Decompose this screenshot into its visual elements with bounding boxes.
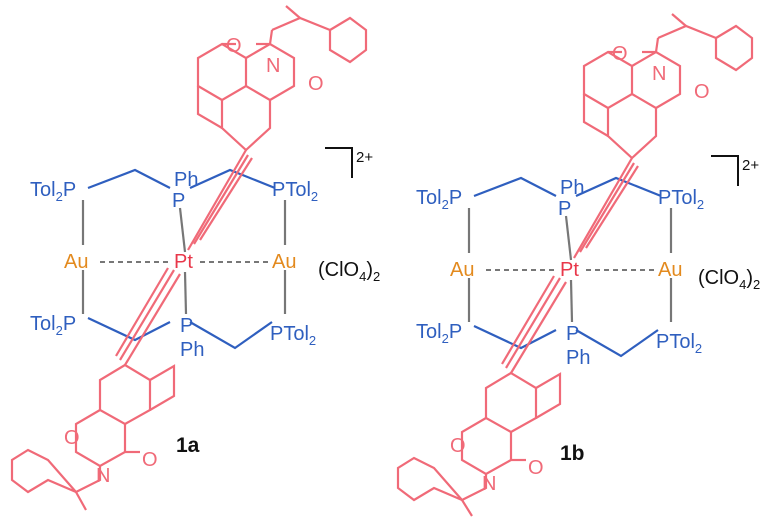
alkynyl-top-1a — [187, 149, 253, 251]
p-bottom-1b: P — [566, 323, 579, 345]
o2-1a: O — [308, 73, 324, 95]
tol2p-top-left-1b: Tol2P — [416, 187, 462, 212]
o2-1b: O — [694, 81, 710, 103]
au-left-1a: Au — [64, 251, 88, 273]
compound-label-1b: 1b — [560, 442, 585, 465]
ptol2-bottom-right-1a: PTol2 — [270, 323, 316, 348]
tol2p-top-left-1a: Tol2P — [30, 179, 76, 204]
naphthalimide-bottom-1a — [10, 363, 176, 511]
diphosphine-backbone-1a — [81, 168, 287, 350]
n-top-1a: N — [266, 55, 280, 77]
n-top-1b: N — [652, 63, 666, 85]
compound-label-1a: 1a — [176, 434, 200, 457]
o3-1b: O — [450, 435, 466, 457]
tol2p-bottom-left-1a: Tol2P — [30, 313, 76, 338]
o4-1a: O — [142, 449, 158, 471]
ph-bottom-1b: Ph — [566, 347, 590, 369]
au-left-1b: Au — [450, 259, 474, 281]
o3-1a: O — [64, 427, 80, 449]
o1-1a: O — [226, 35, 242, 57]
anion-1b: (ClO4)2 — [698, 267, 760, 292]
charge-1b: 2+ — [742, 157, 759, 174]
alkynyl-bottom-1b — [501, 275, 567, 374]
n-bottom-1b: N — [482, 473, 496, 495]
ptol2-top-right-1b: PTol2 — [658, 187, 704, 212]
naphthalimide-bottom-1b — [396, 371, 562, 517]
au-right-1b: Au — [658, 259, 682, 281]
tol2p-bottom-left-1b: Tol2P — [416, 321, 462, 346]
pt-1b: Pt — [560, 259, 579, 281]
ptol2-bottom-right-1b: PTol2 — [656, 331, 702, 356]
ph-top-1a: Ph — [174, 169, 198, 191]
au-right-1a: Au — [272, 251, 296, 273]
alkynyl-bottom-1a — [115, 267, 181, 366]
p-bottom-1a: P — [180, 315, 193, 337]
compound-1b: Tol2P Tol2P PTol2 PTol2 Ph P P Ph Au Au … — [396, 13, 760, 517]
bracket-1b — [711, 155, 739, 186]
diphosphine-backbone-1b — [467, 176, 673, 358]
anion-1a: (ClO4)2 — [318, 259, 380, 284]
p-top-1b: P — [558, 198, 571, 220]
n-bottom-1a: N — [96, 465, 110, 487]
charge-1a: 2+ — [356, 149, 373, 166]
p-top-1a: P — [172, 190, 185, 212]
alkynyl-top-1b — [573, 157, 639, 259]
naphthalimide-top-1b — [582, 13, 754, 160]
ptol2-top-right-1a: PTol2 — [272, 179, 318, 204]
o1-1b: O — [612, 43, 628, 65]
o4-1b: O — [528, 457, 544, 479]
ph-top-1b: Ph — [560, 177, 584, 199]
naphthalimide-top-1a — [196, 5, 368, 152]
compound-1a: Tol2P Tol2P PTol2 PTol2 Ph P P Ph Au Au … — [10, 5, 380, 511]
bracket-1a — [325, 147, 353, 178]
pt-1a: Pt — [174, 251, 193, 273]
ph-bottom-1a: Ph — [180, 339, 204, 361]
